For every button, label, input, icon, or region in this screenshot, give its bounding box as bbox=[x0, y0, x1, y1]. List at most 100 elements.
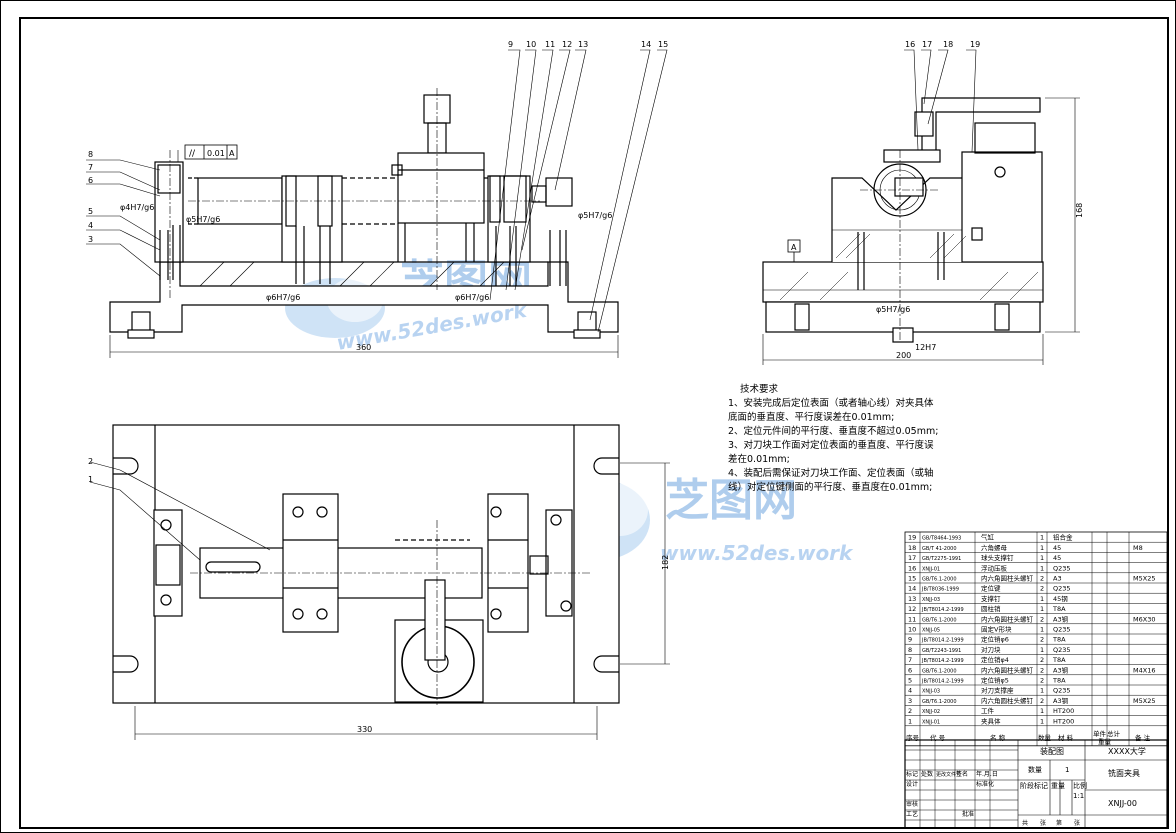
qty-label: 数量 bbox=[1028, 765, 1042, 774]
bom-no: 17 bbox=[908, 554, 916, 562]
bom-code: JB/T8014.2-1999 bbox=[921, 658, 964, 664]
bom-header-cell: 名 称 bbox=[990, 733, 1006, 742]
bom-name: 内六角圆柱头螺钉 bbox=[981, 614, 1034, 623]
front-fits: φ4H7/g6 φ5H7/g6 φ6H7/g6 φ6H7/g6 φ5H7/g6 bbox=[120, 203, 612, 302]
bom-code: GB/T6.1-2000 bbox=[922, 577, 957, 583]
title-block-text: 装配图 XXXX大学 数量 1 铣面夹具 阶段标记 重量 比例 1:1 XNJJ… bbox=[906, 746, 1146, 827]
balloon-13: 13 bbox=[578, 40, 588, 49]
bom-code: JB/T8014.2-1999 bbox=[921, 607, 964, 613]
bom-note: M5X25 bbox=[1133, 575, 1155, 583]
dim-value: 182 bbox=[661, 555, 670, 570]
scale-value: 1:1 bbox=[1073, 792, 1084, 800]
bom-no: 10 bbox=[908, 626, 916, 634]
bom-name: 对刀支撑座 bbox=[981, 686, 1014, 695]
datum-letter: A bbox=[791, 243, 797, 252]
bom-material: 45 bbox=[1053, 554, 1061, 562]
bom-qty: 1 bbox=[1040, 707, 1044, 715]
bom-name: 定位销φ4 bbox=[981, 655, 1009, 664]
bom-note: M5X25 bbox=[1133, 697, 1155, 705]
front-view bbox=[109, 88, 619, 339]
bom-code: XNJJ-03 bbox=[922, 597, 940, 603]
bom-name: 圆柱销 bbox=[981, 604, 1001, 613]
bom-qty: 1 bbox=[1040, 687, 1044, 695]
fit-label: φ6H7/g6 bbox=[455, 293, 489, 302]
bom-code: XNJJ-01 bbox=[922, 719, 940, 725]
bom-qty: 2 bbox=[1040, 677, 1044, 685]
standard-label: 标准化 bbox=[976, 780, 994, 788]
bom-no: 19 bbox=[908, 534, 916, 542]
stage-label: 阶段标记 bbox=[1020, 781, 1048, 790]
bom-note: M6X30 bbox=[1133, 615, 1155, 623]
plan-view bbox=[112, 424, 620, 705]
balloon-15: 15 bbox=[658, 40, 668, 49]
balloon-18: 18 bbox=[943, 40, 953, 49]
front-leaders bbox=[86, 49, 668, 333]
bom-material: T8A bbox=[1052, 656, 1066, 664]
bom-note: M8 bbox=[1133, 544, 1143, 552]
bom-qty: 2 bbox=[1040, 575, 1044, 583]
bom-no: 12 bbox=[908, 605, 916, 613]
mark-label: 标记 bbox=[906, 770, 918, 778]
dim-value: 200 bbox=[896, 351, 911, 360]
tolerance-datum: A bbox=[229, 149, 235, 158]
bom-code: GB/T2243-1991 bbox=[922, 648, 961, 654]
dim-value: 330 bbox=[357, 725, 372, 734]
tech-line: 线）对定位键侧面的平行度、垂直度在0.01mm; bbox=[728, 482, 933, 493]
bom-name: 定位销φ5 bbox=[981, 676, 1009, 685]
bom-code: JB/T8014.2-1999 bbox=[921, 679, 964, 685]
bom-code: JB/T8036-1999 bbox=[921, 587, 959, 593]
side-view bbox=[762, 97, 1044, 343]
balloon-11: 11 bbox=[545, 40, 555, 49]
bom-no: 2 bbox=[908, 707, 912, 715]
balloon-19: 19 bbox=[970, 40, 980, 49]
balloon-16: 16 bbox=[905, 40, 915, 49]
bom-no: 13 bbox=[908, 595, 916, 603]
bom-name: 定位键 bbox=[981, 584, 1001, 593]
bom-name: 夹具体 bbox=[981, 716, 1001, 725]
sheets-unit: 张 bbox=[1040, 819, 1046, 827]
bom-material: A3钢 bbox=[1053, 697, 1069, 705]
bom-qty: 1 bbox=[1040, 605, 1044, 613]
balloon-8: 8 bbox=[88, 150, 93, 159]
bom-name: 浮动压板 bbox=[981, 563, 1008, 572]
dim-side: 200 168 bbox=[762, 97, 1084, 365]
organization: XXXX大学 bbox=[1108, 746, 1146, 756]
tolerance-value: 0.01 bbox=[207, 149, 225, 158]
drawing-name: 装配图 bbox=[1040, 746, 1064, 756]
bom-no: 11 bbox=[908, 615, 916, 623]
balloon-7: 7 bbox=[88, 163, 93, 172]
fit-label: φ5H7/g6 bbox=[186, 215, 220, 224]
bom-name: 气缸 bbox=[981, 533, 995, 542]
sign-label: 签名 bbox=[956, 770, 968, 778]
part-name: 铣面夹具 bbox=[1108, 768, 1140, 778]
bom-material: Q235 bbox=[1053, 687, 1071, 695]
tech-line: 4、装配后需保证对刀块工作面、定位表面（或轴 bbox=[728, 468, 934, 479]
bom-name: 内六角圆柱头螺钉 bbox=[981, 665, 1034, 674]
side-hatch bbox=[779, 233, 1039, 301]
bom-no: 4 bbox=[908, 687, 912, 695]
bom-material: 45钢 bbox=[1053, 595, 1068, 603]
bom-name: 支撑钉 bbox=[981, 594, 1001, 603]
balloon-6: 6 bbox=[88, 176, 93, 185]
side-leaders bbox=[904, 49, 977, 153]
balloon-1: 1 bbox=[88, 475, 93, 484]
bom-qty: 1 bbox=[1040, 564, 1044, 572]
date-label: 年.月.日 bbox=[976, 770, 998, 778]
bom-qty: 1 bbox=[1040, 626, 1044, 634]
technical-requirements: 技术要求 1、安装完成后定位表面（或者轴心线）对夹具体 底面的垂直度、平行度误差… bbox=[728, 383, 958, 495]
front-balloons: 9 10 11 12 13 14 15 8 7 6 5 4 3 bbox=[88, 40, 668, 244]
bom-code: XNJJ-02 bbox=[922, 709, 940, 715]
bom-material: T8A bbox=[1052, 605, 1066, 613]
tech-title: 技术要求 bbox=[740, 384, 779, 395]
bom-header-cell: 备 注 bbox=[1135, 733, 1151, 742]
fit-label: φ5H7/g6 bbox=[876, 305, 910, 314]
bom-name: 内六角圆柱头螺钉 bbox=[981, 574, 1034, 583]
bom-name: 定位销φ6 bbox=[981, 635, 1009, 644]
bom-qty: 2 bbox=[1040, 615, 1044, 623]
bom-code: GB/T6.1-2000 bbox=[922, 668, 957, 674]
tech-line: 2、定位元件间的平行度、垂直度不超过0.05mm; bbox=[728, 426, 939, 437]
bom-header-cell: 代 号 bbox=[930, 733, 946, 742]
tech-line: 底面的垂直度、平行度误差在0.01mm; bbox=[728, 412, 895, 423]
bom-header-cell: 数量 bbox=[1038, 733, 1052, 742]
